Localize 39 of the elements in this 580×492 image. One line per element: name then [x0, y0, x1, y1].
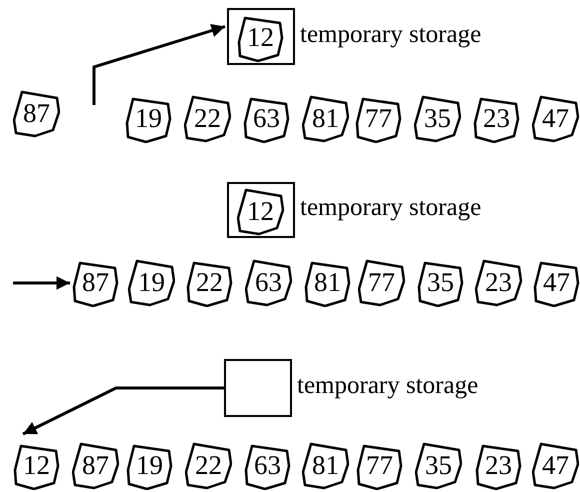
- number-card: 77: [358, 259, 405, 307]
- number-card: 19: [128, 259, 175, 307]
- number-card: 22: [184, 95, 231, 143]
- number-card: 12: [237, 14, 284, 62]
- storage-caption: temporary storage: [297, 372, 478, 400]
- number-card: 35: [414, 95, 461, 143]
- number-card: 19: [125, 95, 172, 143]
- number-card: 47: [532, 95, 579, 143]
- number-card: 12: [237, 188, 284, 236]
- storage-box: [227, 8, 295, 65]
- number-card: 23: [475, 442, 522, 490]
- number-card: 35: [417, 259, 464, 307]
- number-card: 22: [186, 259, 233, 307]
- number-card: 47: [533, 259, 580, 307]
- arrow: [92, 24, 226, 105]
- number-card: 77: [356, 442, 403, 490]
- number-card: 81: [304, 259, 351, 307]
- number-card: 87: [72, 442, 119, 490]
- number-card: 19: [126, 442, 173, 490]
- number-card: 87: [72, 259, 119, 307]
- number-card: 23: [475, 259, 522, 307]
- number-card: 63: [244, 442, 291, 490]
- storage-box: [227, 182, 295, 238]
- number-card: 23: [473, 95, 520, 143]
- number-card: 63: [245, 259, 292, 307]
- number-card: 87: [13, 90, 60, 138]
- number-card: 81: [302, 442, 349, 490]
- storage-box: [224, 359, 292, 417]
- storage-caption: temporary storage: [300, 20, 482, 48]
- number-card: 47: [532, 442, 579, 490]
- number-card: 22: [185, 442, 232, 490]
- arrow: [13, 276, 70, 290]
- number-card: 81: [302, 95, 349, 143]
- number-card: 63: [243, 95, 290, 143]
- number-card: 35: [415, 442, 462, 490]
- arrow: [22, 386, 224, 436]
- number-card: 77: [355, 95, 402, 143]
- storage-caption: temporary storage: [300, 194, 482, 222]
- number-card: 12: [13, 442, 60, 490]
